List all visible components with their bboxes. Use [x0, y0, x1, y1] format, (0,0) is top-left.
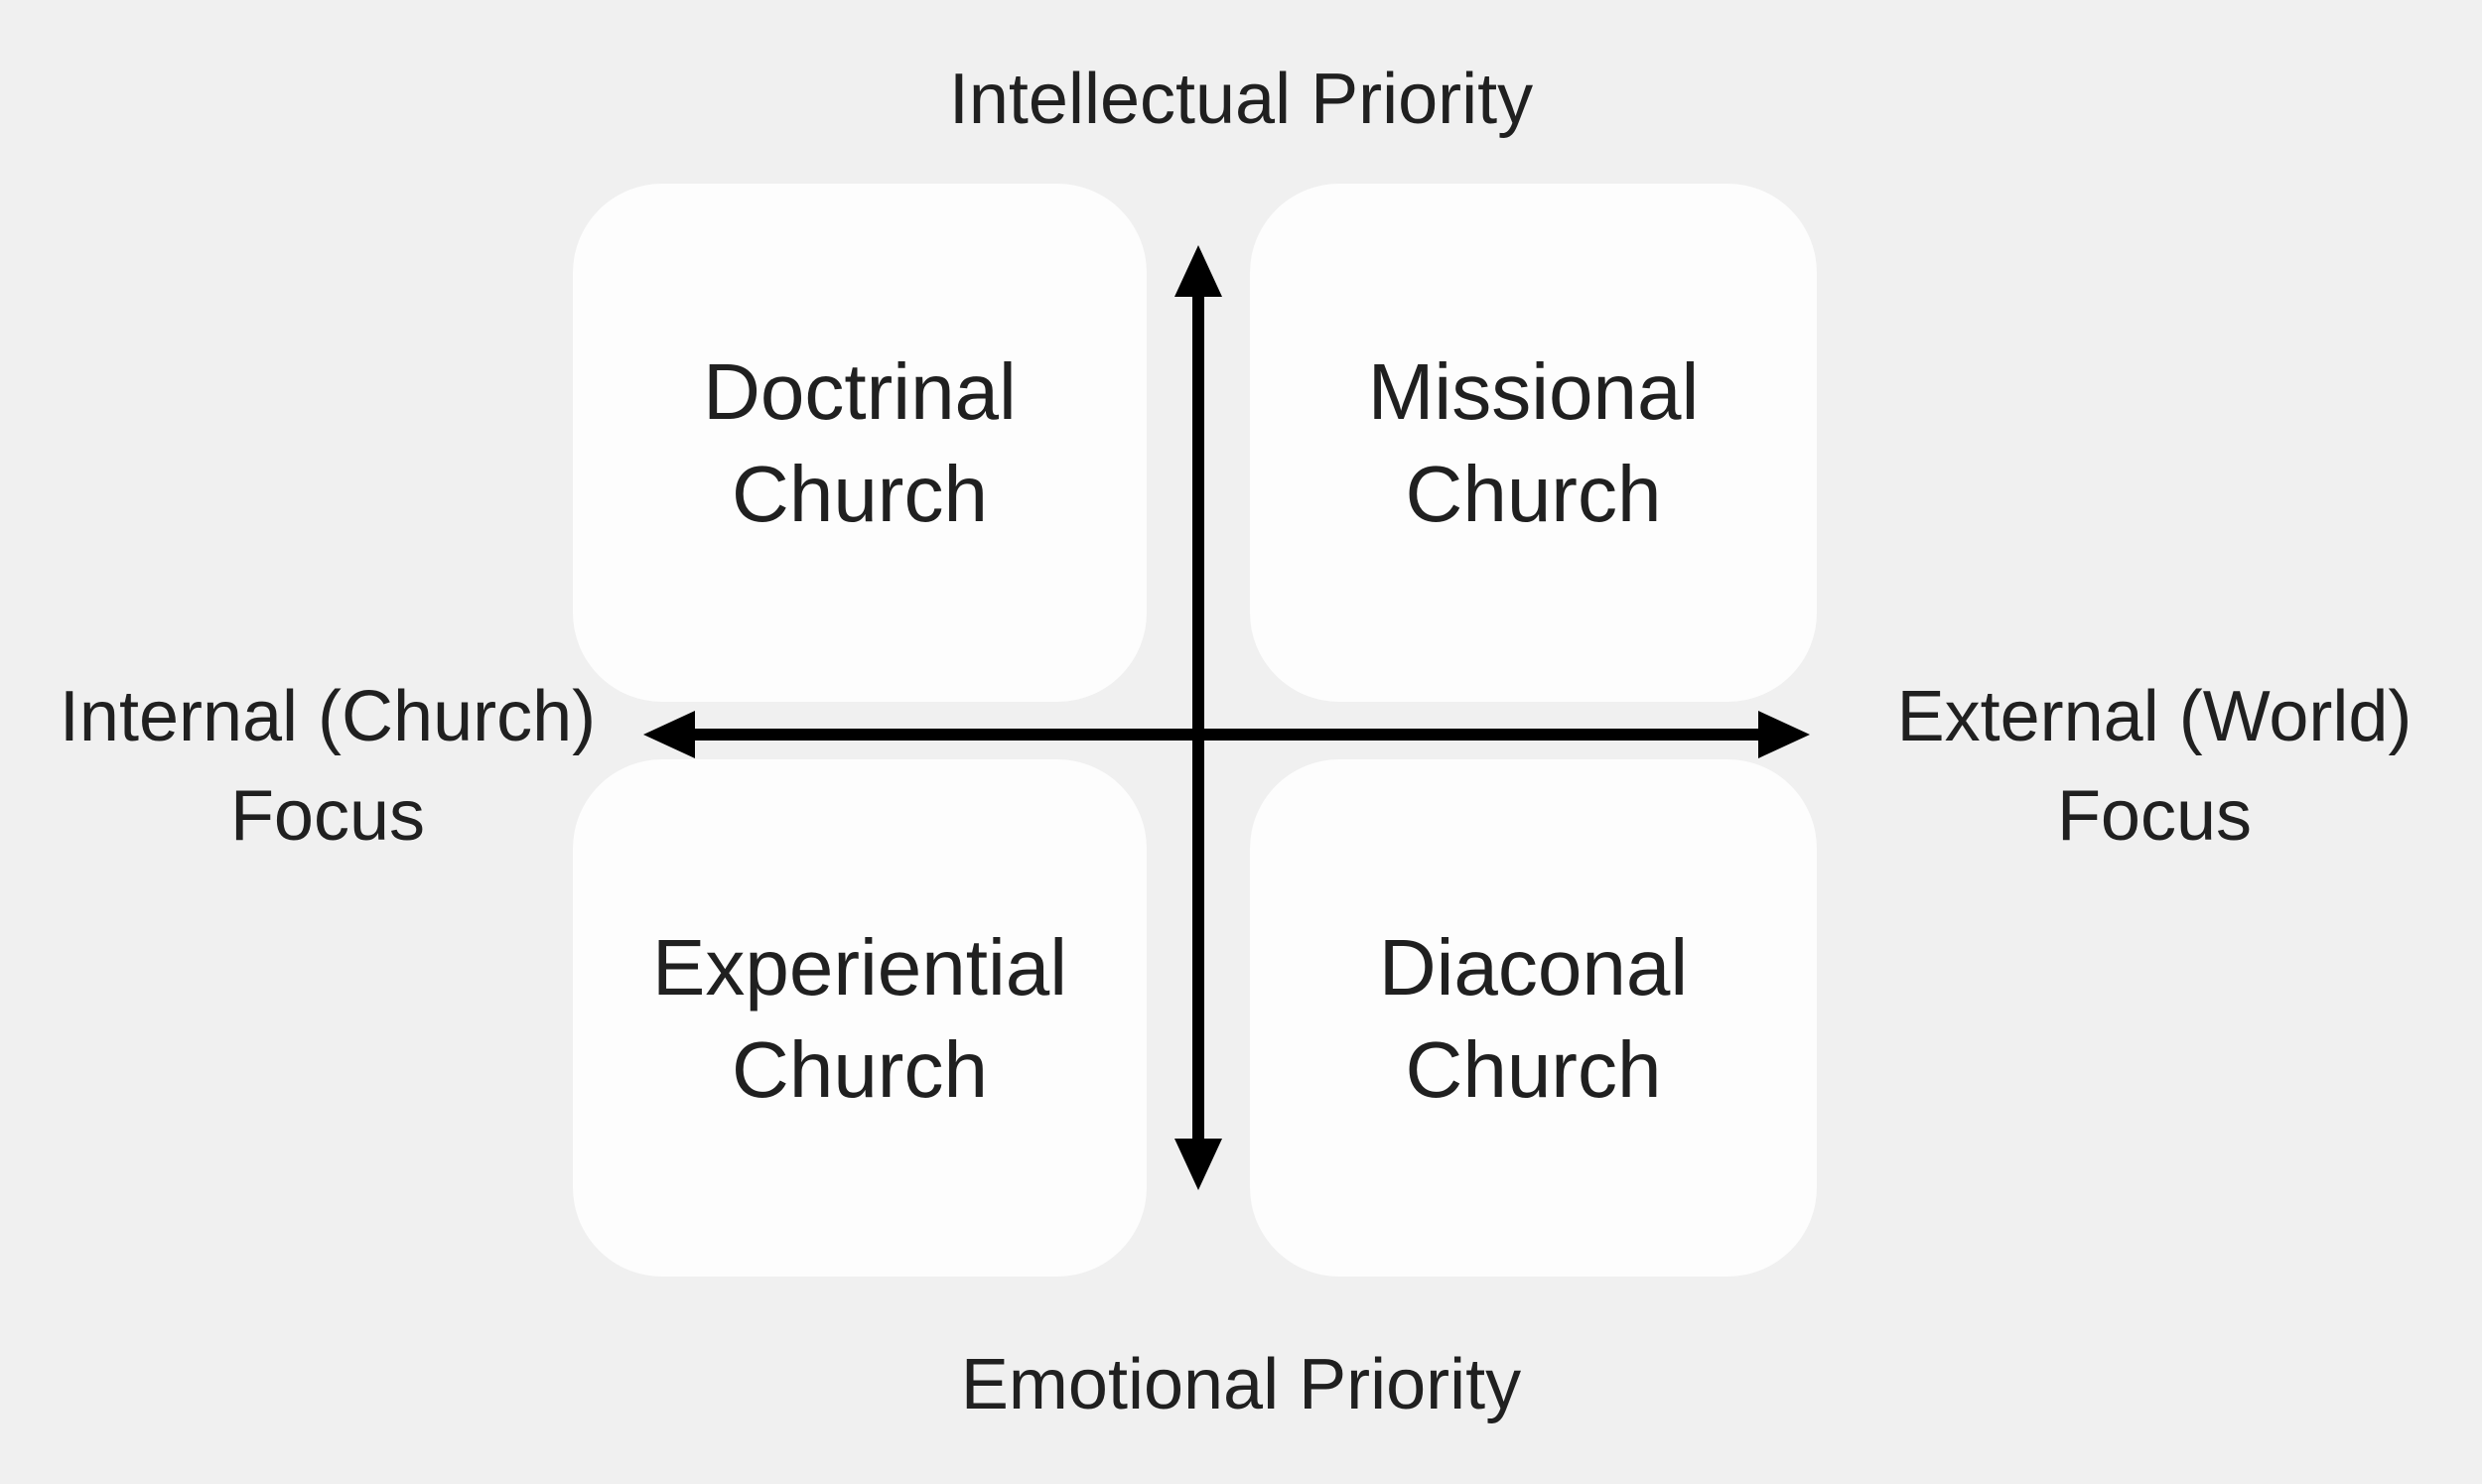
axis-label-emotional: Emotional Priority: [960, 1345, 1522, 1424]
axis-label-internal: Internal (Church) Focus: [0, 667, 655, 866]
axis-label-intellectual: Intellectual Priority: [948, 60, 1534, 139]
quadrant-diaconal-line2: Church: [1405, 1024, 1662, 1114]
quadrant-experiential-church: Experiential Church: [573, 759, 1147, 1277]
quadrant-missional-line1: Missional: [1367, 347, 1700, 436]
quadrant-missional-church: Missional Church: [1250, 184, 1817, 702]
quadrant-experiential-line1: Experiential: [651, 922, 1067, 1012]
axis-label-external-line1: External (World): [1896, 677, 2413, 756]
axis-label-external-line2: Focus: [2056, 776, 2253, 856]
axis-label-internal-line2: Focus: [229, 776, 426, 856]
down-arrowhead-icon: [1174, 1139, 1222, 1190]
right-arrowhead-icon: [1758, 711, 1810, 758]
quadrant-experiential-line2: Church: [732, 1024, 988, 1114]
quadrant-missional-line2: Church: [1405, 450, 1662, 538]
axis-label-internal-line1: Internal (Church): [59, 677, 597, 756]
up-arrowhead-icon: [1174, 245, 1222, 297]
quadrant-doctrinal-line1: Doctrinal: [703, 347, 1017, 436]
quadrant-doctrinal-church: Doctrinal Church: [573, 184, 1147, 702]
axis-label-external: External (World) Focus: [1827, 667, 2482, 866]
quadrant-doctrinal-line2: Church: [732, 450, 988, 538]
quadrant-diaconal-line1: Diaconal: [1378, 922, 1689, 1012]
quadrant-diaconal-church: Diaconal Church: [1250, 759, 1817, 1277]
